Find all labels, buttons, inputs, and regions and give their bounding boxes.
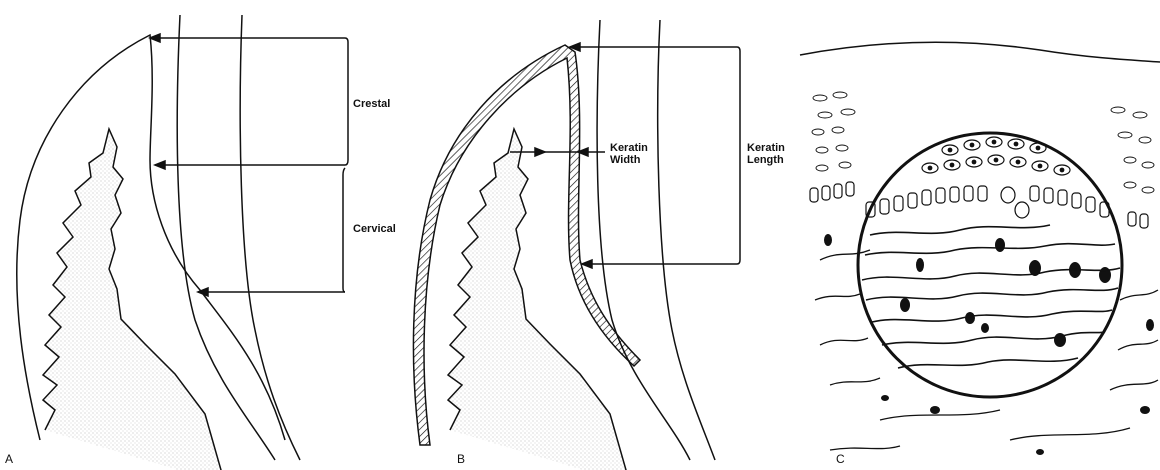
panel-b-letter: B xyxy=(457,452,465,466)
crestal-label: Crestal xyxy=(353,98,390,110)
magnification-circle xyxy=(858,133,1122,397)
panel-a-letter: A xyxy=(5,452,13,466)
rete-pegs xyxy=(43,129,225,470)
spinous-cells-inside xyxy=(922,137,1070,218)
connective-fibers-inside xyxy=(862,225,1120,368)
keratin-width-label-line2: Width xyxy=(610,154,640,166)
cervical-bracket xyxy=(343,168,345,292)
tooth-inner-line-b xyxy=(658,20,715,460)
keratin-width-label-line1: Keratin xyxy=(610,142,648,154)
panel-c-drawing xyxy=(800,42,1160,455)
tissue-surface xyxy=(800,42,1160,62)
tooth-outer-line xyxy=(177,15,275,460)
keratin-length-label-line1: Keratin xyxy=(747,142,785,154)
panel-b-drawing xyxy=(413,20,740,470)
tooth-inner-line xyxy=(240,15,300,460)
cervical-label: Cervical xyxy=(353,223,396,235)
keratin-length-label-line2: Length xyxy=(747,154,784,166)
keratin-length-bracket xyxy=(737,47,740,264)
crestal-bracket xyxy=(345,38,348,165)
panel-c-letter: C xyxy=(836,452,845,466)
panel-a-drawing xyxy=(17,15,348,470)
tooth-outer-line-b xyxy=(597,20,690,460)
rete-pegs-b xyxy=(448,129,630,470)
spinous-layer xyxy=(812,92,1154,193)
basal-cells-inside xyxy=(866,186,1109,217)
